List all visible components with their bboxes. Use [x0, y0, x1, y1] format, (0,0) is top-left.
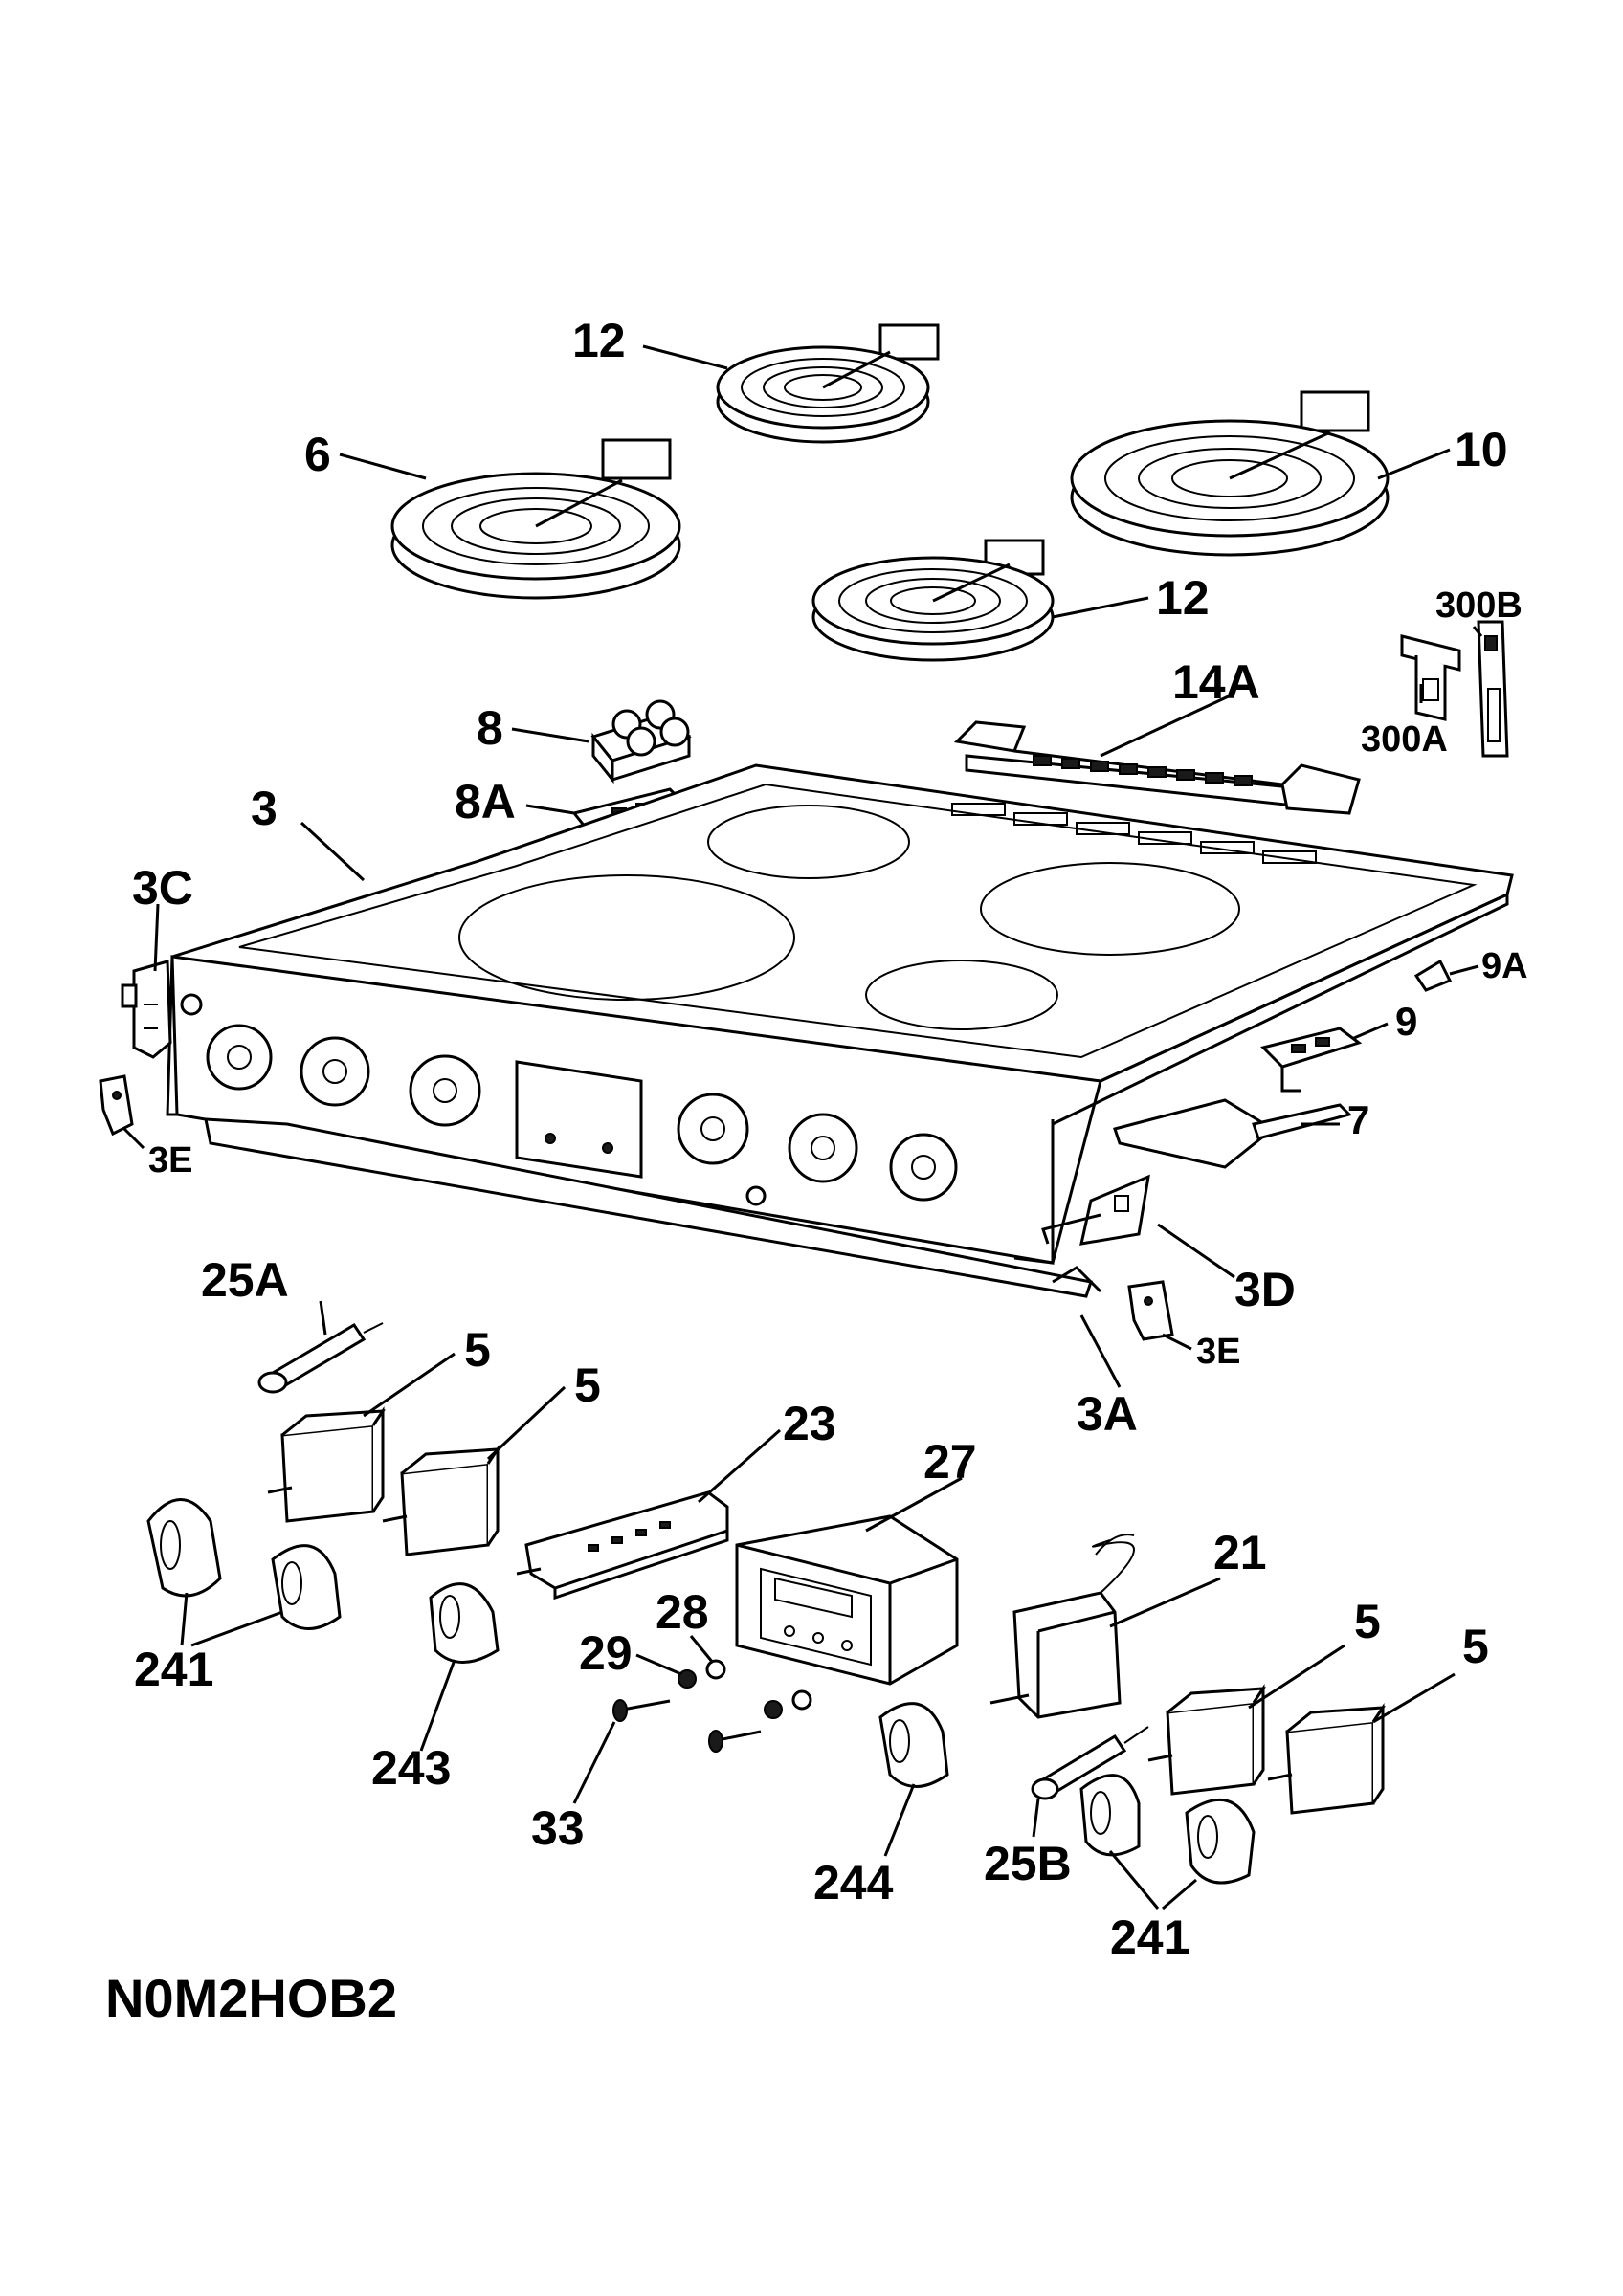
label-14a: 14A [1172, 655, 1260, 709]
label-9: 9 [1395, 999, 1417, 1044]
label-12-top: 12 [572, 314, 626, 367]
label-6: 6 [304, 428, 331, 481]
label-5-a: 5 [464, 1323, 491, 1377]
bracket-3d [1041, 1174, 1150, 1246]
label-8a: 8A [455, 775, 516, 828]
label-12-bottom: 12 [1156, 571, 1210, 625]
label-241-right: 241 [1110, 1910, 1189, 1964]
label-3d: 3D [1234, 1263, 1296, 1316]
label-7: 7 [1347, 1097, 1369, 1142]
front-dials [180, 993, 958, 1206]
knob-244 [878, 1702, 949, 1788]
label-3c: 3C [132, 861, 193, 915]
label-9a: 9A [1481, 946, 1528, 986]
timer-23 [516, 1490, 729, 1601]
label-33: 33 [531, 1801, 585, 1855]
clip-3e-right [1127, 1280, 1174, 1341]
label-25a: 25A [201, 1253, 289, 1307]
label-3: 3 [251, 782, 278, 835]
knob-243 [429, 1582, 500, 1664]
diagram-code: N0M2HOB2 [105, 1968, 397, 2028]
energy-regulator-5-b [382, 1445, 500, 1556]
energy-regulator-5-a [267, 1406, 386, 1523]
label-300a: 300A [1361, 719, 1448, 760]
label-28: 28 [656, 1585, 709, 1639]
knob-241-a [146, 1498, 222, 1598]
switch-panel-14a [953, 720, 1361, 815]
indicator-lamp-25b [1031, 1726, 1149, 1800]
clip-3e-left [99, 1074, 134, 1137]
trim-strip-3a [204, 1117, 1102, 1298]
bracket-3c [121, 960, 172, 1059]
label-25b: 25B [984, 1837, 1072, 1890]
fixing-28-29-33 [612, 1659, 812, 1753]
label-27: 27 [923, 1435, 977, 1489]
cooktop-body-3 [166, 763, 1514, 1265]
hotplate-12-bottom [812, 539, 1055, 662]
label-3e-right: 3E [1196, 1332, 1240, 1372]
terminal-block-8 [590, 699, 692, 784]
thermostat-21 [989, 1534, 1135, 1719]
energy-regulator-5-c [1147, 1684, 1266, 1796]
label-241-left: 241 [134, 1643, 213, 1696]
hotplate-6 [390, 438, 681, 600]
label-8: 8 [477, 701, 503, 755]
label-23: 23 [783, 1397, 836, 1450]
label-29: 29 [579, 1626, 633, 1680]
knob-241-d [1185, 1798, 1256, 1885]
energy-regulator-5-d [1267, 1703, 1386, 1815]
label-244: 244 [813, 1856, 894, 1910]
support-7 [1113, 1098, 1352, 1169]
label-3e-left: 3E [148, 1140, 192, 1181]
label-21: 21 [1213, 1526, 1267, 1579]
part-labels: 12 6 10 12 300B 14A 8 300A 8A 3 3C 9A 9 … [132, 314, 1528, 1964]
label-243: 243 [371, 1741, 451, 1795]
bracket-9 [1260, 1027, 1363, 1093]
leader-lines [122, 344, 1483, 1910]
label-5-d: 5 [1462, 1620, 1489, 1673]
label-10: 10 [1455, 423, 1508, 476]
indicator-lamp-25a [257, 1322, 384, 1394]
clock-housing-27 [735, 1514, 959, 1686]
strip-300b [1477, 620, 1509, 758]
label-5-b: 5 [574, 1358, 601, 1412]
label-300b: 300B [1435, 585, 1523, 626]
label-3a: 3A [1077, 1387, 1138, 1441]
label-5-c: 5 [1354, 1595, 1381, 1648]
knob-241-b [271, 1544, 342, 1630]
knob-241-c [1079, 1774, 1141, 1857]
bracket-300a [1400, 634, 1461, 721]
hotplate-10 [1070, 390, 1390, 557]
hotplate-12-top [716, 323, 940, 444]
clip-9a [1413, 959, 1453, 992]
